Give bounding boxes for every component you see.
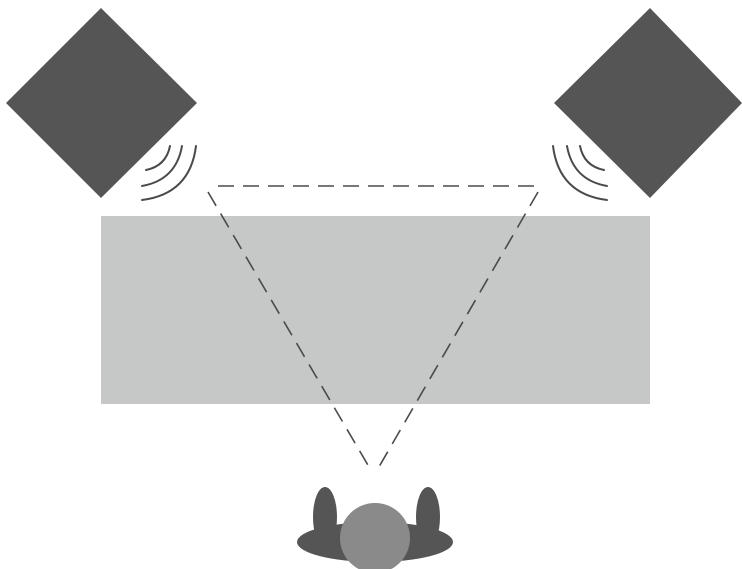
triangle-left-edge	[207, 191, 373, 473]
left-sound-waves-icon	[141, 145, 197, 201]
listener-right-arm	[416, 487, 440, 547]
desk	[101, 216, 650, 404]
left-speaker-icon	[6, 8, 197, 198]
listener-icon	[297, 487, 453, 569]
listening-triangle	[207, 185, 539, 473]
listener-head	[340, 503, 410, 569]
triangle-right-edge	[375, 191, 539, 473]
right-sound-waves-icon	[552, 145, 608, 201]
right-speaker-icon	[554, 8, 742, 198]
listener-left-arm	[313, 487, 337, 547]
